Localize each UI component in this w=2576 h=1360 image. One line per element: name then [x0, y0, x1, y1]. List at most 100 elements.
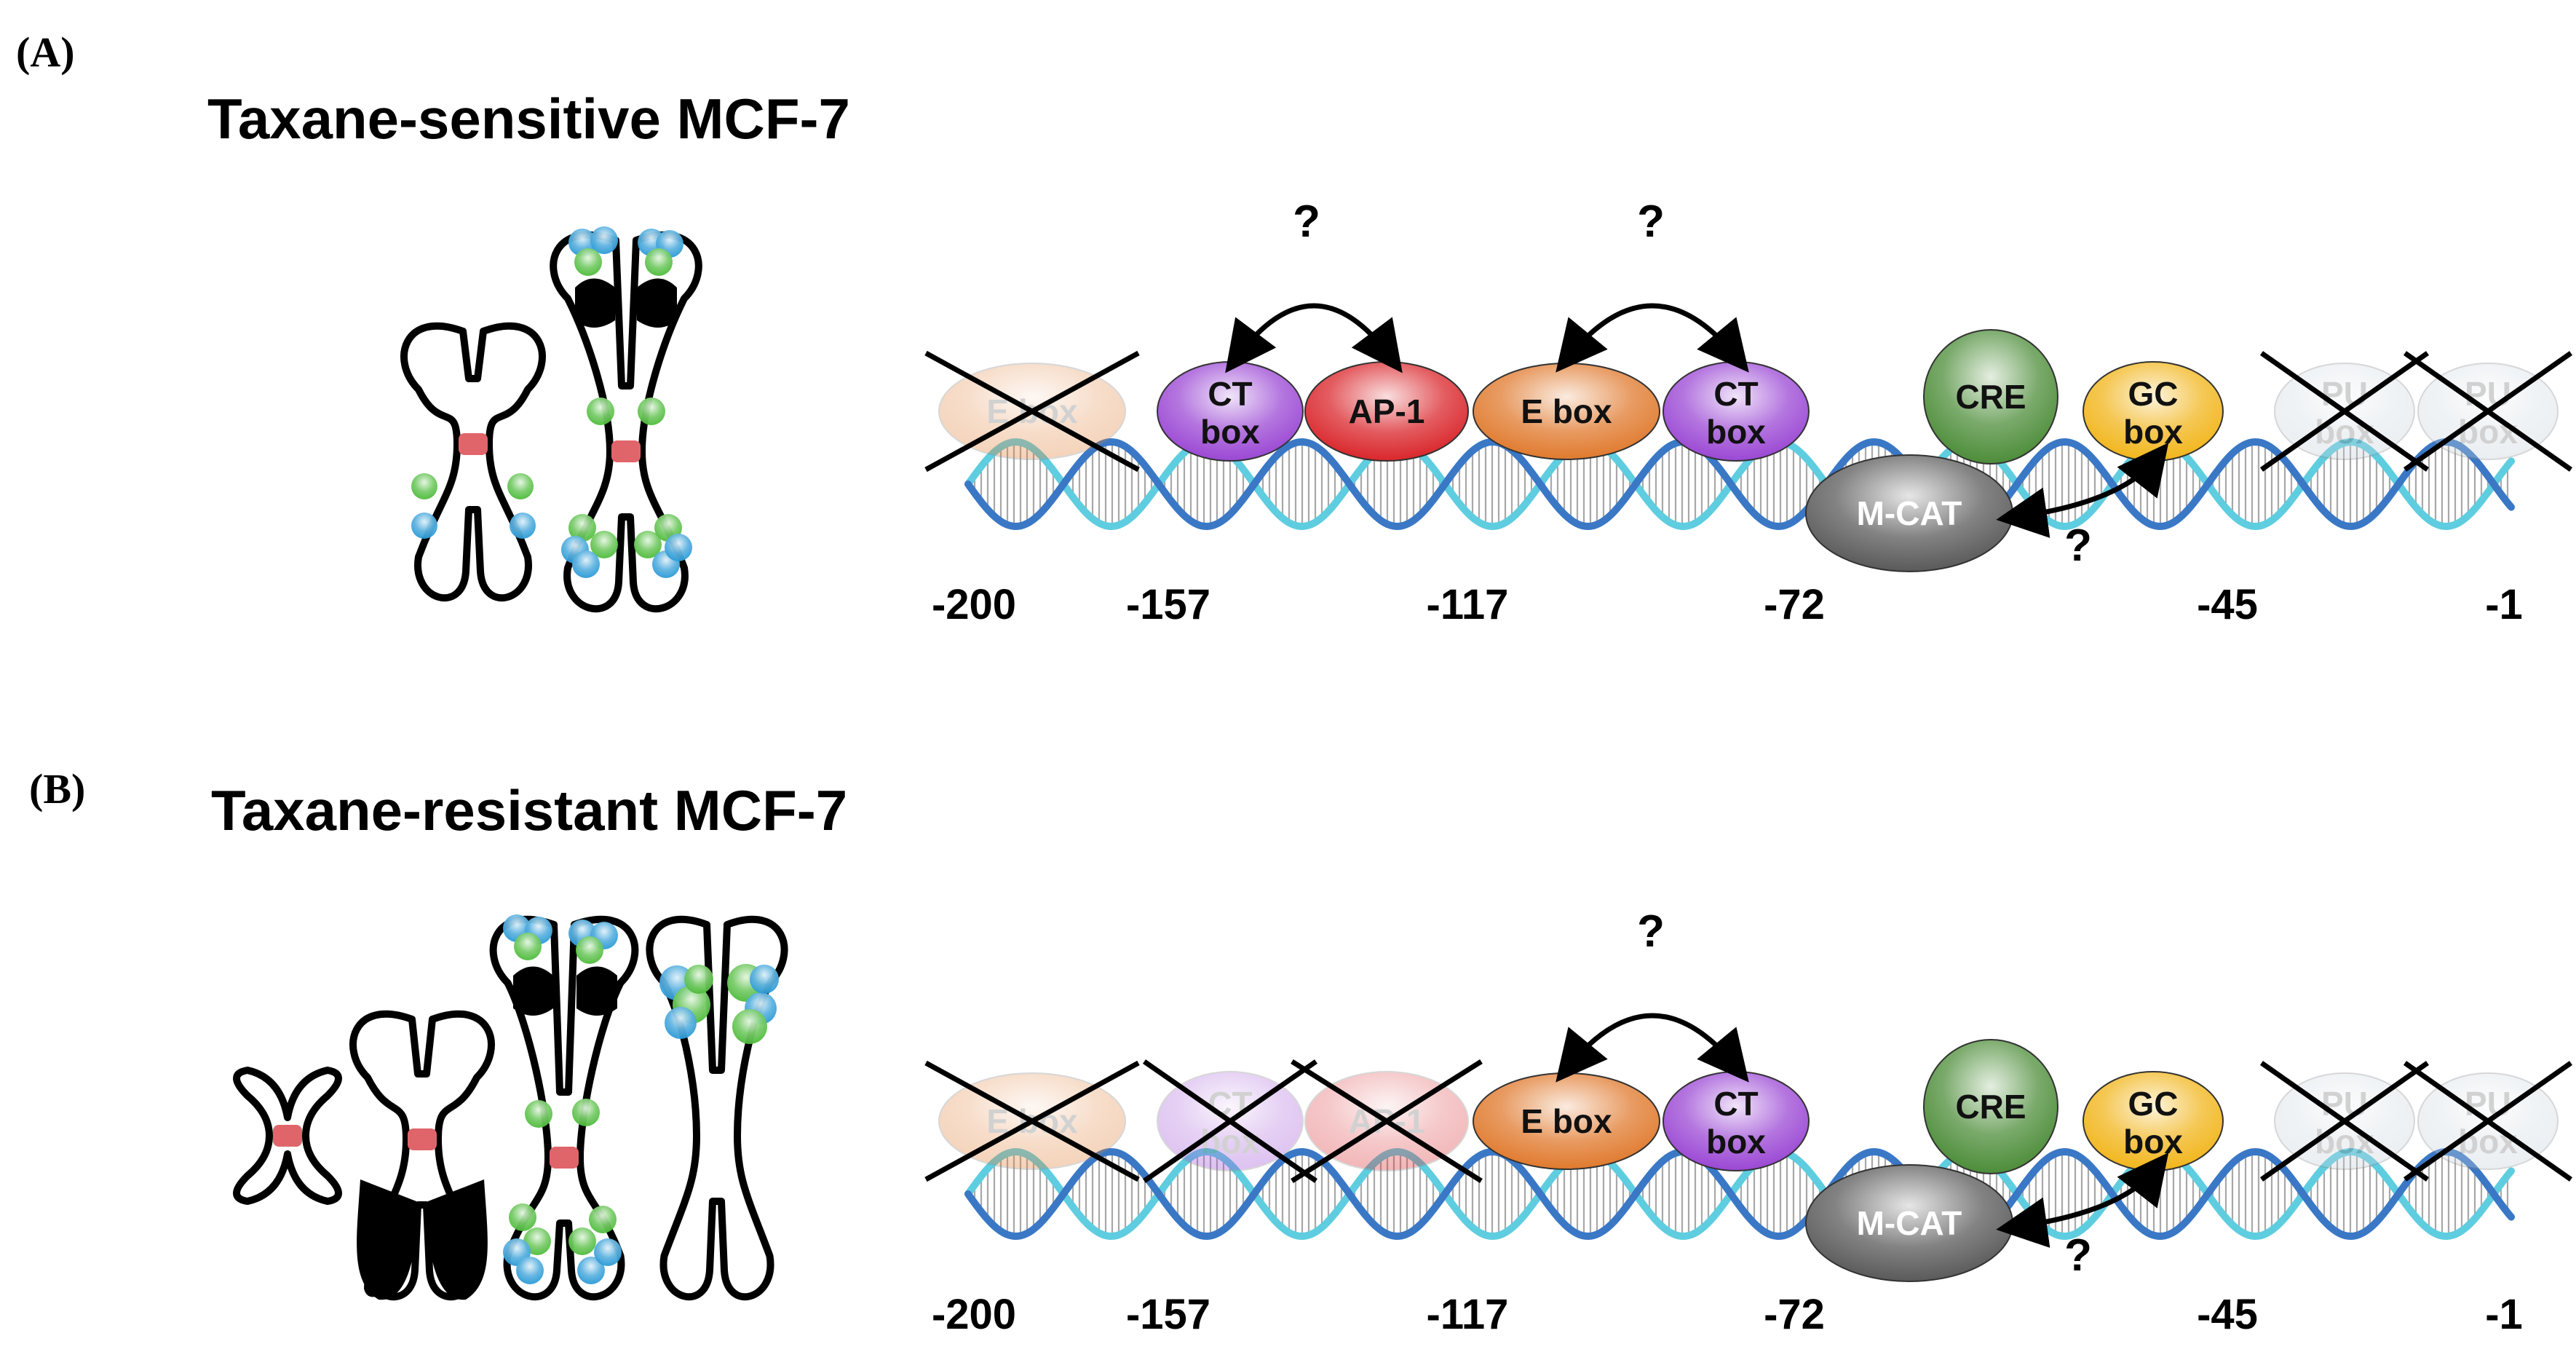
chromosome-a1 — [400, 322, 546, 602]
element-ebox-mid-label: E box — [1521, 1102, 1612, 1140]
element-ap1: AP-1 — [1304, 361, 1469, 462]
locus-blue — [594, 1238, 622, 1266]
position-label: -72 — [1764, 1291, 1825, 1338]
element-cre-shape — [1923, 329, 2058, 464]
chromosomes-sensitive — [400, 226, 702, 613]
position-label: -117 — [1427, 581, 1509, 628]
element-pubox-1-cross — [2259, 1061, 2430, 1182]
question-mark-3: ? — [2064, 521, 2092, 571]
element-ctbox-2-label-1: CT — [1713, 375, 1758, 413]
locus-green — [732, 1009, 767, 1044]
locus-green — [525, 1100, 552, 1128]
chromosome-b3 — [489, 914, 639, 1301]
element-ctbox-2-label-2: box — [1706, 1123, 1766, 1161]
element-pubox-1-label-2: box — [2315, 1123, 2374, 1161]
element-pubox-2-cross — [2403, 1061, 2573, 1182]
centromere — [273, 1125, 302, 1147]
locus-blue — [411, 513, 437, 539]
element-mcat: M-CAT — [1805, 454, 2013, 572]
element-ap1-label: AP-1 — [1349, 392, 1425, 430]
position-label: -157 — [1126, 581, 1210, 628]
element-ctbox-2-label-1: CT — [1713, 1085, 1758, 1123]
locus-green — [589, 1206, 617, 1233]
promoter-panel-a: E boxCTboxAP-1E boxCTboxCREGCboxPUboxPUb… — [924, 197, 2573, 628]
chromosome-a2 — [550, 226, 702, 613]
locus-green — [523, 1227, 551, 1255]
element-cre-label: CRE — [1955, 1088, 2026, 1126]
locus-green — [568, 514, 596, 542]
element-ebox-left-cross — [924, 350, 1140, 473]
element-gcbox-label-2: box — [2123, 1123, 2183, 1161]
element-cre: CRE — [1923, 329, 2058, 464]
heterochromatin-band — [576, 966, 617, 1016]
position-label: -1 — [2485, 581, 2523, 628]
locus-blue — [577, 1257, 605, 1284]
element-pubox-2-label-1: PU — [2465, 375, 2511, 413]
locus-green — [568, 1227, 596, 1255]
position-label: -1 — [2485, 1291, 2523, 1338]
dna-strand-dark — [964, 1147, 2515, 1241]
locus-green — [572, 1099, 600, 1126]
locus-blue — [750, 965, 779, 994]
chromosomes-resistant — [233, 914, 788, 1301]
locus-blue — [590, 226, 618, 254]
element-pubox-1-label-2: box — [2315, 413, 2374, 451]
interaction-arc-mcat-gc — [1996, 1152, 2169, 1248]
locus-green — [514, 933, 542, 960]
heterochromatin-band — [357, 1179, 417, 1300]
element-ebox-mid: E box — [1473, 1072, 1660, 1170]
chromosome-b2 — [349, 1010, 495, 1301]
element-ap1-cross — [1291, 1059, 1483, 1183]
position-label: -45 — [2197, 1291, 2258, 1338]
locus-green — [411, 473, 437, 499]
centromere — [408, 1128, 437, 1150]
element-cre-shape — [1923, 1039, 2058, 1174]
chromosome-outline — [400, 322, 546, 602]
heterochromatin-band — [427, 1179, 488, 1300]
locus-green — [634, 531, 662, 558]
position-label: -200 — [932, 581, 1016, 628]
position-label: -45 — [2197, 581, 2258, 628]
question-mark-2: ? — [1637, 906, 1665, 957]
element-ctbox-1-cross — [1143, 1059, 1317, 1183]
panel-a-letter: (A) — [16, 28, 75, 76]
element-pubox-1-cross — [2259, 351, 2430, 472]
element-ebox-left-cross — [924, 1060, 1140, 1182]
position-label: -157 — [1126, 1291, 1210, 1338]
locus-green — [507, 473, 534, 499]
heterochromatin-band — [513, 966, 553, 1016]
element-ctbox-1-label-2: box — [1200, 413, 1260, 451]
panel-a-title: Taxane-sensitive MCF-7 — [207, 87, 850, 151]
element-mcat-label: M-CAT — [1857, 1204, 1962, 1242]
locus-green — [509, 1203, 536, 1231]
locus-green — [638, 398, 665, 425]
locus-blue — [510, 513, 536, 539]
element-pubox-1-label-1: PU — [2321, 375, 2368, 413]
locus-green — [684, 965, 713, 994]
element-mcat-label: M-CAT — [1857, 494, 1962, 532]
locus-blue — [572, 550, 600, 578]
panel-b-letter: (B) — [29, 765, 86, 813]
interaction-arc-ct-ap1 — [1225, 303, 1403, 373]
chromosome-b4 — [646, 915, 788, 1301]
interaction-arc-ebox-ct — [1555, 303, 1749, 373]
element-pubox-2-label-1: PU — [2465, 1085, 2511, 1123]
element-pubox-2-label-2: box — [2458, 413, 2518, 451]
question-mark-2: ? — [1637, 197, 1665, 247]
locus-blue — [665, 1007, 697, 1039]
element-ctbox-1-label-1: CT — [1208, 1085, 1252, 1123]
promoter-panel-b: E boxCTboxAP-1E boxCTboxCREGCboxPUboxPUb… — [924, 906, 2573, 1338]
interaction-arc-mcat-gc — [1996, 442, 2169, 538]
locus-green — [574, 248, 602, 276]
centromere — [459, 433, 488, 455]
element-gcbox-label-1: GC — [2128, 1085, 2179, 1123]
panel-b-title: Taxane-resistant MCF-7 — [211, 778, 848, 842]
locus-blue — [665, 534, 692, 561]
element-pubox-1-label-1: PU — [2321, 1085, 2368, 1123]
element-cre-label: CRE — [1955, 378, 2026, 416]
element-ctbox-2-label-2: box — [1706, 413, 1766, 451]
element-pubox-2-cross — [2403, 351, 2573, 472]
